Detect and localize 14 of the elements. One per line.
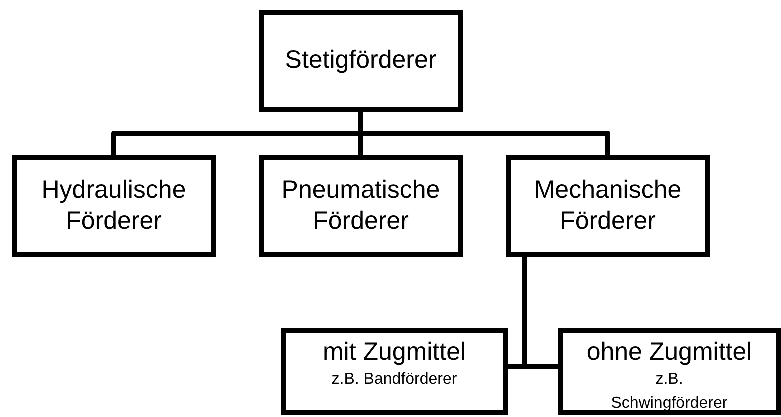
example-text: z.B. Bandförderer bbox=[332, 370, 458, 390]
category-box bbox=[281, 328, 508, 415]
category-box bbox=[259, 10, 463, 112]
box-title: Stetigförderer bbox=[285, 45, 437, 76]
category-box bbox=[12, 155, 216, 257]
box-title: Hydraulische Förderer bbox=[40, 174, 188, 237]
box-title: ohne Zugmittel bbox=[586, 337, 752, 368]
category-box bbox=[558, 328, 781, 415]
category-box bbox=[259, 155, 463, 257]
category-box bbox=[506, 155, 710, 257]
box-title: mit Zugmittel bbox=[322, 337, 466, 368]
box-title: Mechanische Förderer bbox=[533, 174, 683, 237]
box-title: Pneumatische Förderer bbox=[280, 174, 442, 237]
example-text: z.B. Schwingförderer bbox=[610, 370, 729, 414]
